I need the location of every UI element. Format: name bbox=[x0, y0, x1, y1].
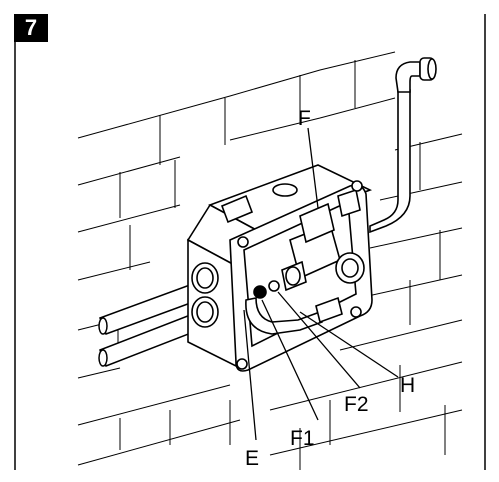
leader-F1 bbox=[261, 299, 319, 421]
callout-F2: F2 bbox=[344, 393, 369, 416]
left-pipes bbox=[98, 281, 205, 367]
mounting-box bbox=[186, 164, 373, 372]
callout-F: F bbox=[298, 107, 311, 130]
supply-pipe bbox=[369, 57, 437, 234]
callout-H: H bbox=[400, 374, 415, 397]
callout-F1: F1 bbox=[290, 427, 315, 450]
brick-wall bbox=[77, 51, 463, 470]
leader-F2 bbox=[277, 291, 361, 389]
step-number-badge: 7 bbox=[14, 14, 48, 42]
leader-lines bbox=[243, 127, 399, 441]
leader-H bbox=[299, 311, 399, 378]
callout-E: E bbox=[245, 447, 259, 470]
leader-E bbox=[243, 309, 257, 441]
leader-F bbox=[307, 127, 319, 209]
